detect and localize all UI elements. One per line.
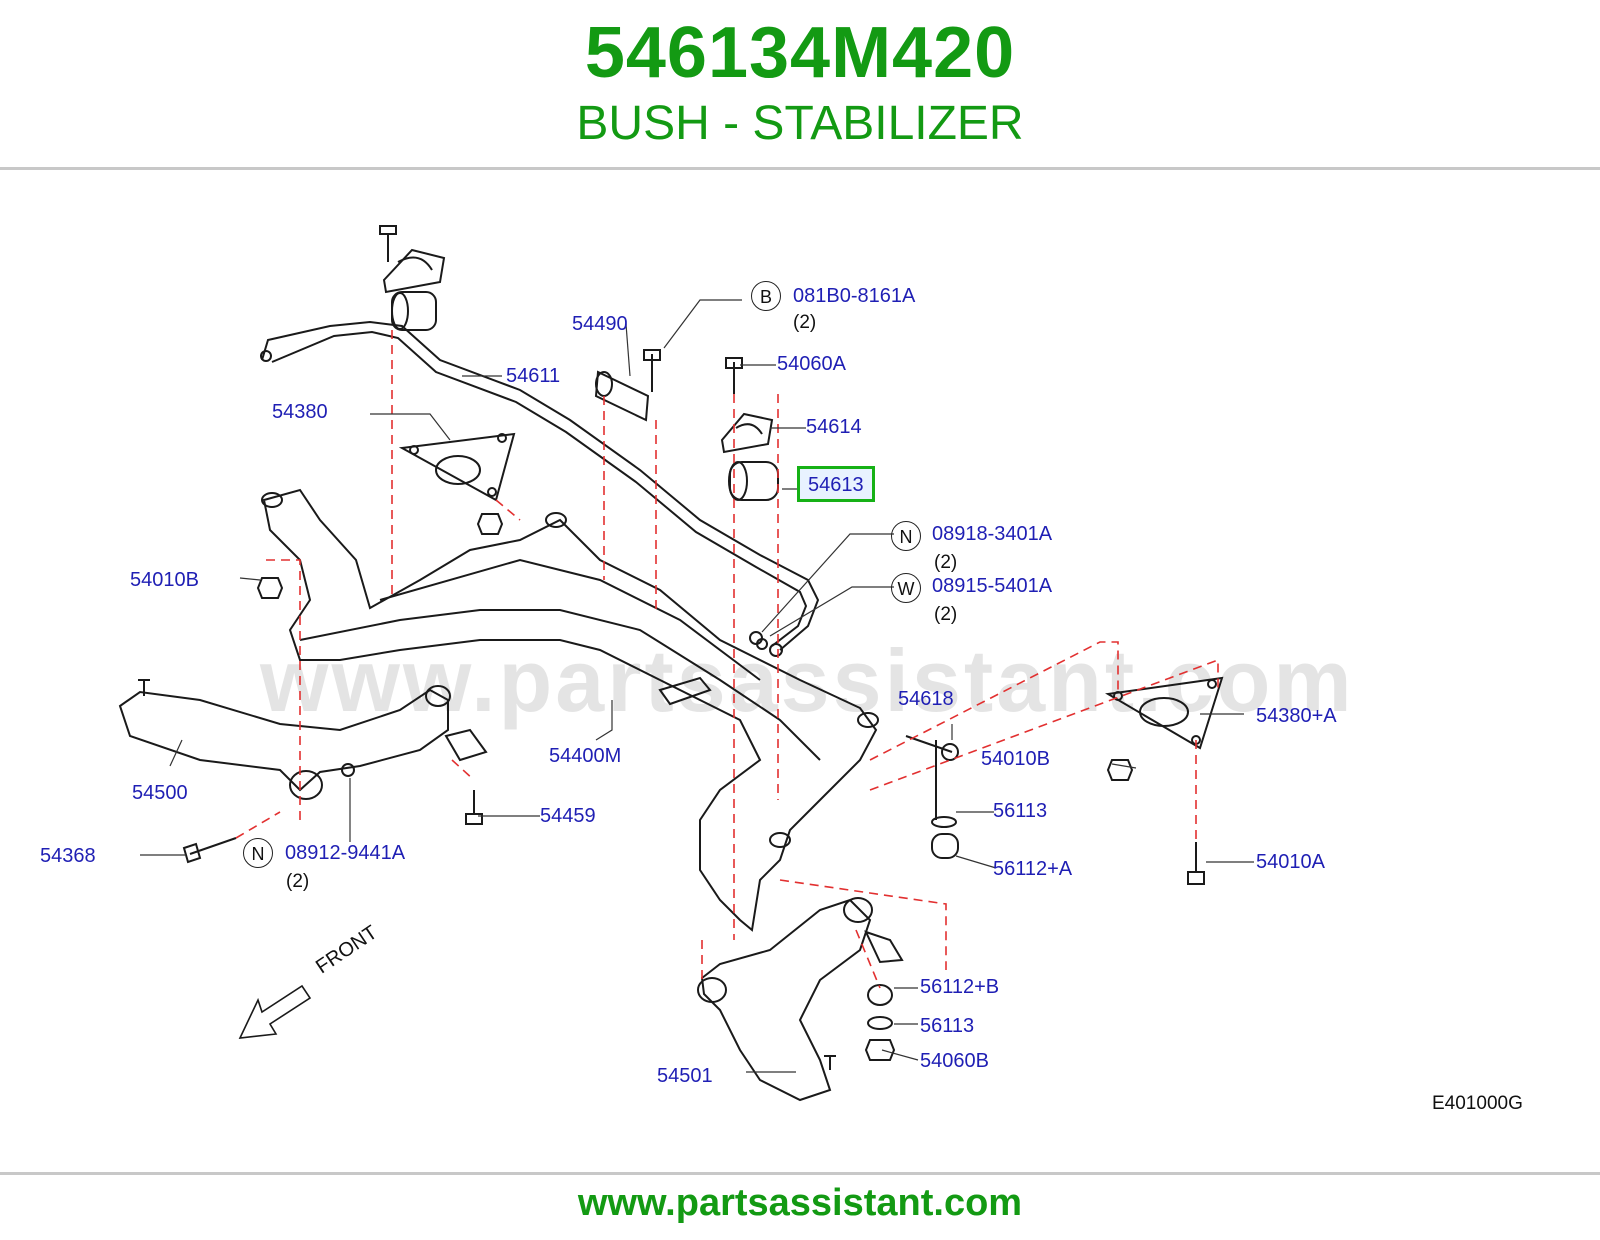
- front-arrow: [238, 984, 312, 1039]
- diagram-code: E401000G: [1432, 1093, 1523, 1114]
- bracket-left: [382, 248, 446, 294]
- nut-54010B-right: [1106, 759, 1134, 781]
- label-08915-5401A[interactable]: 08915-5401A: [932, 575, 1053, 597]
- part-name-subtitle: BUSH - STABILIZER: [576, 97, 1024, 150]
- label-54614[interactable]: 54614: [806, 416, 862, 438]
- stabilizer-bar: [261, 320, 820, 651]
- label-54380[interactable]: 54380: [272, 401, 328, 423]
- circle-w: W: [891, 573, 921, 603]
- qty-08912: (2): [286, 871, 310, 892]
- label-54010A[interactable]: 54010A: [1256, 851, 1325, 873]
- bracket-right: [720, 412, 774, 454]
- label-54490[interactable]: 54490: [572, 313, 628, 335]
- stabilizer-link-54618: [905, 735, 953, 820]
- label-54618[interactable]: 54618: [898, 688, 954, 710]
- mount-plate-left: [398, 432, 516, 502]
- subframe-54400M: [262, 488, 878, 932]
- label-56112A[interactable]: 56112+A: [993, 858, 1073, 880]
- bolt-54459: [465, 790, 483, 825]
- bolt-54010A: [1187, 842, 1205, 885]
- lower-arm-54501: [700, 898, 872, 1102]
- nut-54060B: [864, 1039, 896, 1061]
- bush-54613: [729, 461, 779, 501]
- bolt-54368: [182, 837, 237, 864]
- qty-08918: (2): [934, 552, 958, 573]
- footer-url[interactable]: www.partsassistant.com: [577, 1182, 1023, 1224]
- label-54010B-left[interactable]: 54010B: [130, 569, 199, 591]
- label-08912-9441A[interactable]: 08912-9441A: [285, 842, 406, 864]
- nut-54010B-plate: [476, 513, 504, 535]
- label-54501[interactable]: 54501: [657, 1065, 713, 1087]
- header-divider: [0, 167, 1600, 170]
- part-number-title: 546134M420: [584, 13, 1016, 93]
- label-54060B[interactable]: 54060B: [920, 1050, 989, 1072]
- nut-54010B-left: [256, 577, 284, 599]
- label-54368[interactable]: 54368: [40, 845, 96, 867]
- label-08918-3401A[interactable]: 08918-3401A: [932, 523, 1053, 545]
- bush-56112A: [931, 833, 959, 859]
- label-54611[interactable]: 54611: [506, 365, 561, 387]
- bush-left: [391, 291, 437, 331]
- label-56112B[interactable]: 56112+B: [920, 976, 1000, 998]
- qty-081B0: (2): [793, 312, 817, 333]
- circle-b: B: [751, 281, 781, 311]
- footer-divider: [0, 1172, 1600, 1175]
- label-54500[interactable]: 54500: [132, 782, 188, 804]
- bush-56112B: [867, 984, 893, 1006]
- exploded-parts-diagram: [118, 225, 1254, 1102]
- lower-arm-54500: [118, 688, 449, 792]
- mount-plate-right: [1105, 676, 1224, 750]
- label-56113-top[interactable]: 56113: [993, 800, 1048, 822]
- label-54060A[interactable]: 54060A: [777, 353, 846, 375]
- label-54380A[interactable]: 54380+A: [1256, 705, 1337, 727]
- washer-56113-bottom: [867, 1016, 893, 1030]
- qty-08915: (2): [934, 604, 958, 625]
- circle-n-top: N: [891, 521, 921, 551]
- washer-56113-top: [931, 816, 957, 828]
- label-54613-highlighted[interactable]: 54613: [797, 466, 875, 502]
- label-081B0-8161A[interactable]: 081B0-8161A: [793, 285, 916, 307]
- label-54400M[interactable]: 54400M: [549, 745, 622, 767]
- label-54459[interactable]: 54459: [540, 805, 596, 827]
- page-header: 546134M420 BUSH - STABILIZER: [0, 0, 1600, 168]
- label-56113-bottom[interactable]: 56113: [920, 1015, 975, 1037]
- label-54010B-right[interactable]: 54010B: [981, 748, 1050, 770]
- watermark-text: www.partsassistant.com: [260, 631, 1355, 730]
- circle-n-bottom: N: [243, 838, 273, 868]
